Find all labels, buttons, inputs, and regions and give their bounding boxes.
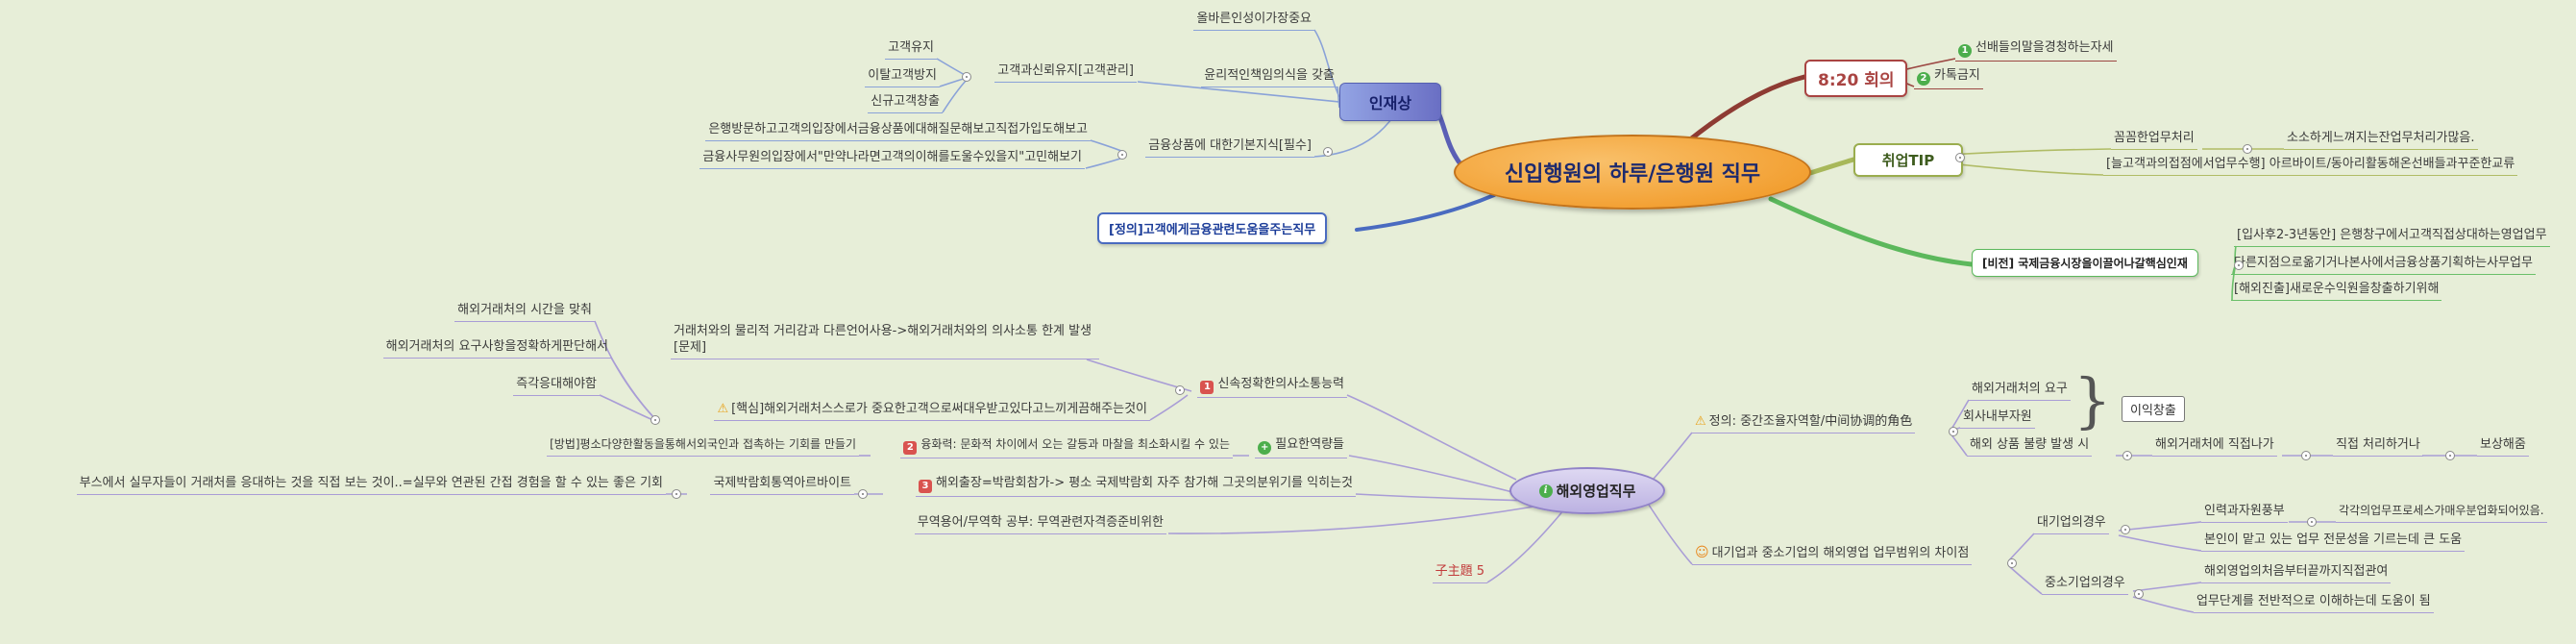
topic-business-trip-expo[interactable]: 3 해외출장=박람회참가-> 평소 국제박람회 자주 참가해 그곳의분위기를 익히… bbox=[916, 475, 1356, 497]
topic-churn-prevention[interactable]: 이탈고객방지 bbox=[865, 67, 940, 87]
topic-expo-interpreter[interactable]: 국제박람회통역아르바이트 bbox=[710, 475, 854, 495]
topic-internal-resources[interactable]: 회사내부자원 bbox=[1960, 409, 2035, 429]
topic-counter-sales[interactable]: [입사후2-3년동안] 은행창구에서고객직접상대하는영업업무 bbox=[2234, 227, 2550, 247]
topic-handle-directly[interactable]: 직접 처리하거나 bbox=[2333, 436, 2423, 457]
topic-label: [핵심]해외거래처스스로가 중요한고객으로써대우받고있다고느끼게끔해주는것이 bbox=[731, 402, 1147, 416]
topic-label: 선배들의말을경청하는자세 bbox=[1975, 40, 2114, 55]
number-2-icon: 2 bbox=[1917, 71, 1930, 86]
branch-definition-main bbox=[1355, 193, 1496, 232]
collapse-handle[interactable] bbox=[1117, 150, 1127, 160]
warning-icon: ⚠ bbox=[1695, 414, 1706, 429]
collapse-handle[interactable] bbox=[2234, 260, 2244, 270]
topic-profit-creation[interactable]: 이익창출 bbox=[2122, 396, 2185, 422]
topic-small-tasks[interactable]: 소소하게느껴지는잔업무처리가많음. bbox=[2284, 130, 2478, 150]
topic-compensate[interactable]: 보상해줌 bbox=[2477, 436, 2529, 457]
topic-trade-study[interactable]: 무역용어/무역학 공부: 무역관련자격증준비위한 bbox=[914, 514, 1166, 534]
collapse-handle[interactable] bbox=[1949, 427, 1958, 436]
topic-booth-experience[interactable]: 부스에서 실무자들이 거래처를 응대하는 것을 직접 보는 것이..=실무와 연… bbox=[76, 475, 666, 495]
topic-overseas-expansion[interactable]: [해외진출]새로운수익원을창출하기위해 bbox=[2231, 281, 2442, 301]
topic-label: 해외출장=박람회참가-> 평소 국제박람회 자주 참가해 그곳의분위기를 익히는… bbox=[936, 476, 1353, 490]
collapse-handle[interactable] bbox=[858, 489, 868, 499]
topic-subtopic-5[interactable]: 子主題 5 bbox=[1432, 563, 1487, 583]
topic-label: 신속정확한의사소통능력 bbox=[1217, 377, 1344, 391]
topic-ethical-responsibility[interactable]: 윤리적인책임의식을 갖출 bbox=[1201, 67, 1337, 87]
collapse-handle[interactable] bbox=[2307, 517, 2317, 527]
collapse-handle[interactable] bbox=[650, 415, 660, 425]
topic-core-treat-customer[interactable]: ⚠[핵심]해외거래처스스로가 중요한고객으로써대우받고있다고느끼게끔해주는것이 bbox=[714, 401, 1150, 421]
collapse-handle[interactable] bbox=[1955, 153, 1965, 162]
collapse-handle[interactable] bbox=[2243, 144, 2252, 154]
topic-small-company[interactable]: 중소기업의경우 bbox=[2042, 575, 2128, 595]
topic-build-expertise[interactable]: 본인이 맡고 있는 업무 전문성을 기르는데 큰 도움 bbox=[2201, 532, 2466, 552]
topic-product-knowledge[interactable]: 금융상품에 대한기본지식[필수] bbox=[1145, 137, 1314, 158]
topic-vision[interactable]: [비전] 국제금융시장을이끌어나갈핵심인재 bbox=[1972, 249, 2198, 277]
topic-company-size-difference[interactable]: ☺대기업과 중소기업의 해외영업 업무범위의 차이점 bbox=[1692, 545, 1973, 565]
topic-label: 해외영업직무 bbox=[1556, 483, 1636, 500]
priority-2-icon: 2 bbox=[903, 440, 918, 455]
warning-icon: ⚠ bbox=[717, 402, 729, 416]
topic-product-defect[interactable]: 해외 상품 불량 발생 시 bbox=[1967, 436, 2093, 457]
topic-customer-retention[interactable]: 고객유지 bbox=[885, 39, 937, 60]
topic-needed-competencies[interactable]: +필요한역량들 bbox=[1255, 436, 1347, 458]
collapse-handle[interactable] bbox=[2007, 558, 2017, 568]
topic-understand-workflow[interactable]: 업무단계를 전반적으로 이해하는데 도움이 됨 bbox=[2194, 593, 2434, 613]
priority-3-icon: 3 bbox=[919, 479, 932, 493]
topic-label: 카톡금지 bbox=[1934, 68, 1980, 83]
topic-definition[interactable]: [정의]고객에게금융관련도움을주는직무 bbox=[1097, 212, 1328, 244]
topic-meticulous-work[interactable]: 꼼꼼한업무처리 bbox=[2111, 130, 2197, 150]
topic-customer-trust[interactable]: 고객과신뢰유지[고객관리] bbox=[994, 62, 1137, 83]
topic-abundant-resources[interactable]: 인력과자원풍부 bbox=[2201, 503, 2288, 523]
topic-right-character[interactable]: 올바른인성이가장중요 bbox=[1193, 11, 1314, 31]
collapse-handle[interactable] bbox=[672, 489, 681, 499]
collapse-handle[interactable] bbox=[2301, 451, 2311, 460]
topic-match-time[interactable]: 해외거래처의 시간을 맞춰 bbox=[454, 302, 595, 322]
topic-label: 대기업과 중소기업의 해외영업 업무범위의 차이점 bbox=[1711, 546, 1970, 560]
branch-meeting-main bbox=[1686, 74, 1807, 143]
topic-bank-visit[interactable]: 은행방문하고고객의입장에서금융상품에대해질문해보고직접가입도해보고 bbox=[705, 121, 1091, 141]
collapse-handle[interactable] bbox=[1175, 385, 1185, 395]
collapse-handle[interactable] bbox=[2122, 451, 2132, 460]
topic-involved-start-to-finish[interactable]: 해외영업의처음부터끝까지직접관여 bbox=[2201, 563, 2392, 583]
topic-new-customers[interactable]: 신규고객창출 bbox=[868, 93, 943, 113]
topic-large-company[interactable]: 대기업의경우 bbox=[2034, 514, 2109, 534]
topic-no-kakaotalk[interactable]: 2 카톡금지 bbox=[1914, 67, 1983, 89]
topic-talent-profile[interactable]: 인재상 bbox=[1339, 83, 1441, 121]
topic-job-tip[interactable]: 취업TIP bbox=[1853, 143, 1963, 177]
topic-judge-requirements[interactable]: 해외거래처의 요구사항을정확하게판단해서 bbox=[382, 338, 611, 359]
number-1-icon: 1 bbox=[1958, 43, 1972, 58]
topic-customer-contact[interactable]: [늘고객과의접점에서업무수행] 아르바이트/동아리활동해온선배들과꾸준한교류 bbox=[2103, 156, 2518, 176]
collapse-handle[interactable] bbox=[2121, 525, 2130, 534]
priority-1-icon: 1 bbox=[1200, 380, 1214, 394]
plus-icon: + bbox=[1258, 440, 1272, 455]
central-topic[interactable]: 신입행원의 하루/은행원 직무 bbox=[1454, 135, 1811, 210]
topic-partner-demand[interactable]: 해외거래처의 요구 bbox=[1969, 381, 2071, 401]
branch-vision-main bbox=[1768, 196, 1975, 267]
topic-distance-problem[interactable]: 거래처와의 물리적 거리감과 다른언어사용->해외거래처와의 의사소통 한계 발… bbox=[671, 323, 1099, 359]
topic-office-work[interactable]: 다른지점으로옮기거나본사에서금융상품기획하는사무업무 bbox=[2231, 255, 2536, 275]
collapse-handle[interactable] bbox=[962, 72, 971, 82]
overseas-connectors bbox=[594, 320, 2477, 613]
topic-label: 융화력: 문화적 차이에서 오는 갈등과 마찰을 최소화시킬 수 있는 bbox=[920, 437, 1230, 451]
smiley-icon: ☺ bbox=[1695, 545, 1709, 560]
info-icon: i bbox=[1538, 483, 1553, 498]
topic-respond-immediately[interactable]: 즉각응대해야함 bbox=[513, 376, 600, 396]
topic-label: 정의: 중간조율자역할/中间协调的角色 bbox=[1708, 414, 1913, 429]
collapse-handle[interactable] bbox=[1323, 147, 1333, 157]
brace-glyph: } bbox=[2073, 365, 2112, 435]
topic-mediator-role[interactable]: ⚠정의: 중간조율자역할/中间协调的角色 bbox=[1692, 413, 1916, 433]
topic-820-meeting[interactable]: 8:20 회의 bbox=[1804, 60, 1908, 97]
collapse-handle[interactable] bbox=[2445, 451, 2455, 460]
topic-visit-partner[interactable]: 해외거래처에 직접나가 bbox=[2152, 436, 2277, 457]
topic-division-of-labor[interactable]: 각각의업무프로세스가매우분업화되어있음. bbox=[2336, 503, 2547, 523]
collapse-handle[interactable] bbox=[2134, 589, 2144, 599]
topic-label: 필요한역량들 bbox=[1275, 437, 1344, 452]
topic-clerk-perspective[interactable]: 금융사무원의입장에서"만약나라면고객의이해를도울수있을지"고민해보기 bbox=[699, 149, 1085, 169]
topic-meet-foreigners[interactable]: [방법]평소다양한활동을통해서외국인과 접촉하는 기회를 만들기 bbox=[547, 436, 859, 457]
